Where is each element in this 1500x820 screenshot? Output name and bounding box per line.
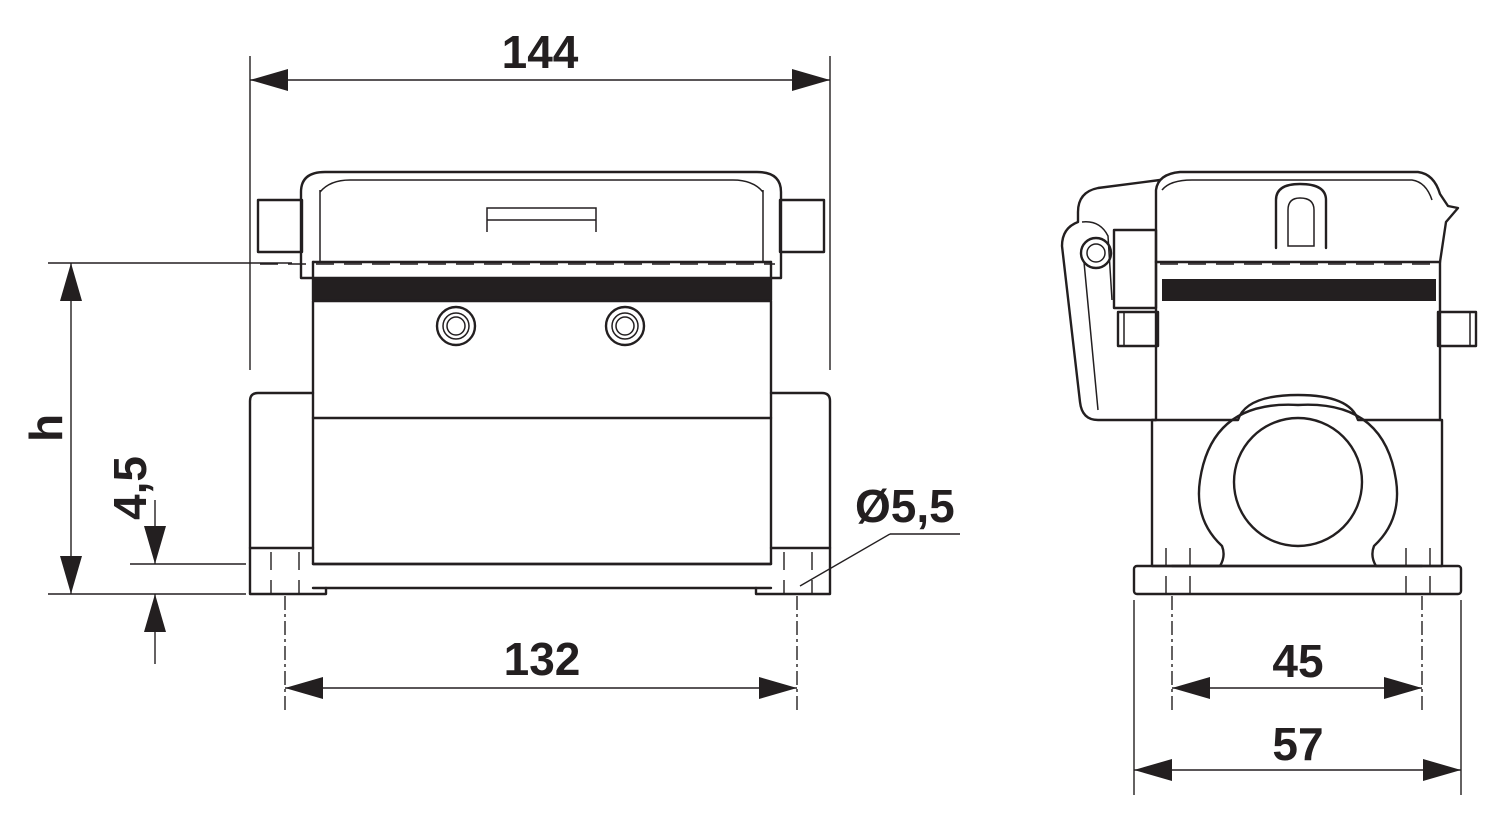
dim-144-arrow-left [250,69,288,91]
dim-57-label: 57 [1272,718,1323,770]
dim-4-5-arrow-bottom [144,594,166,632]
front-screw-right [604,305,646,347]
side-dimensions: 45 57 [1133,596,1462,795]
dim-4-5-label: 4,5 [104,456,156,520]
side-stud-left [1116,310,1160,348]
dim-45-label: 45 [1272,635,1323,687]
dim-45-arrow-right [1384,677,1422,699]
side-lever-pivot [1079,236,1113,270]
dim-45-arrow-left [1172,677,1210,699]
side-hood [1154,170,1460,264]
front-lid [299,170,783,280]
dim-57-arrow-left [1134,759,1172,781]
side-seal-band [1162,279,1436,301]
dim-132-arrow-left [285,677,323,699]
dim-4-5-arrow-top [144,526,166,564]
front-dimensions: 144 132 h 4,5 Ø5,5 [20,26,960,712]
side-base-plate [1132,564,1463,596]
side-lever [1060,178,1162,422]
front-lid-handle-slot [486,207,597,232]
dim-diameter-leader [799,533,891,587]
front-peg-left [256,198,304,254]
side-view [1060,170,1478,596]
front-screw-left [435,305,477,347]
dim-h-arrow-top [60,263,82,301]
dim-144-label: 144 [502,26,579,78]
dim-h-arrow-bottom [60,556,82,594]
side-base-arch [1170,403,1424,568]
side-hood-top-curve [1161,179,1433,201]
front-housing-body [311,299,773,566]
side-lever-bracket [1112,228,1158,310]
front-seal-band [313,279,771,301]
front-peg-right [778,198,826,254]
side-hood-latch-slot [1287,197,1315,247]
side-lever-inner [1081,221,1113,411]
side-cable-entry [1232,416,1364,548]
side-hood-latch [1274,182,1328,250]
dim-144-arrow-right [792,69,830,91]
dim-h-label: h [20,414,72,442]
dim-132-arrow-right [759,677,797,699]
dim-132-label: 132 [504,633,581,685]
front-lid-top-curve [319,179,764,193]
front-view [248,170,832,596]
dim-diameter-label: Ø5,5 [855,480,955,532]
side-base-body [1150,393,1444,568]
front-flange-right [754,391,832,596]
side-stud-right [1436,310,1478,348]
dim-57-arrow-right [1423,759,1461,781]
front-flange-left [248,391,328,596]
